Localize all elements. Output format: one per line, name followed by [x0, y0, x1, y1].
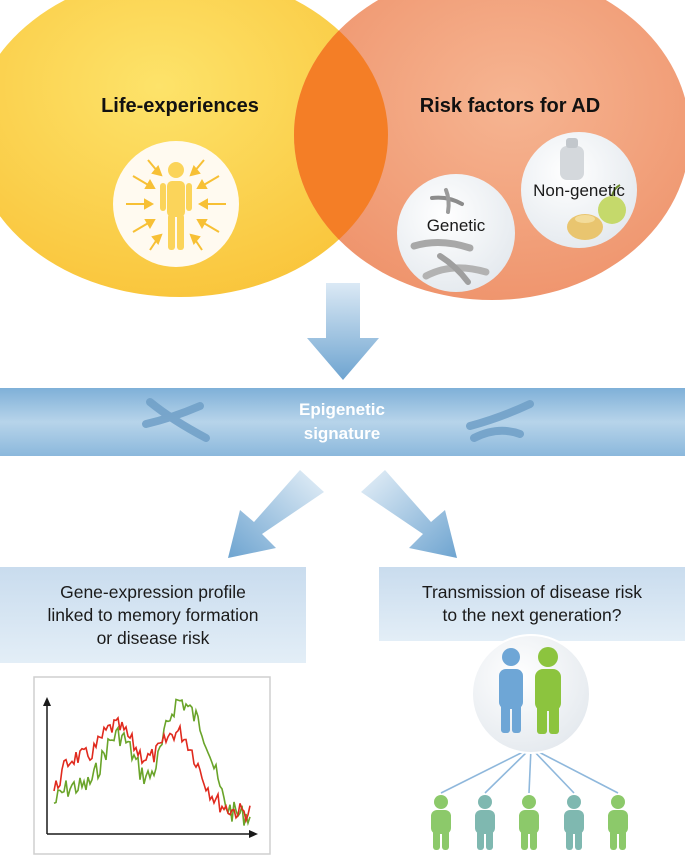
- non-genetic-factor-group: [521, 132, 637, 248]
- expression-box-text: Gene-expression profile linked to memory…: [0, 567, 306, 663]
- chromosome-icon: [410, 188, 490, 285]
- child-figure: [608, 795, 628, 850]
- green-expression-line: [53, 698, 251, 827]
- chromosome-icon: [142, 398, 210, 442]
- transmission-box: [379, 567, 685, 641]
- arrow-to-transmission: [361, 470, 457, 558]
- epigenetic-band: [0, 388, 685, 456]
- genetic-factor-group: [397, 174, 515, 292]
- expression-line-3: or disease risk: [96, 627, 210, 648]
- epigenetic-signature-label: Epigenetic signature: [242, 398, 442, 446]
- transmission-line-2: to the next generation?: [442, 605, 622, 625]
- expression-line-2: linked to memory formation: [47, 604, 259, 625]
- person-icon: [160, 162, 192, 250]
- influence-arrows-icon: [126, 159, 226, 251]
- family-tree: [431, 634, 628, 850]
- transmission-box-text: Transmission of disease risk to the next…: [379, 567, 685, 641]
- red-expression-line: [53, 715, 251, 824]
- chromosome-icon: [466, 400, 534, 442]
- offspring-links: [440, 747, 619, 794]
- risk-factors-title: Risk factors for AD: [419, 95, 601, 117]
- child-figure: [564, 795, 584, 850]
- parents-circle: [471, 634, 591, 754]
- child-figure: [475, 795, 495, 850]
- expression-chart: [33, 676, 271, 855]
- food-icon: [560, 138, 626, 240]
- epigenetic-line-1: Epigenetic: [299, 400, 385, 419]
- arrow-to-expression: [228, 470, 324, 558]
- child-figure: [519, 795, 539, 850]
- transmission-line-1: Transmission of disease risk: [421, 582, 643, 602]
- chart-y-arrow: [43, 697, 51, 706]
- expression-line-1: Gene-expression profile: [60, 581, 246, 602]
- life-experiences-title: Life-experiences: [101, 95, 259, 117]
- child-figure: [431, 795, 451, 850]
- parents-icon: [499, 647, 561, 734]
- offspring-icon: [431, 795, 628, 850]
- genetic-label: Genetic: [426, 216, 486, 235]
- non-genetic-label: Non-genetic: [533, 181, 625, 200]
- expression-box: [0, 567, 306, 663]
- epigenetic-line-2: signature: [303, 424, 381, 443]
- life-experiences-icon-group: [113, 141, 239, 267]
- down-arrow: [307, 283, 379, 380]
- chart-x-arrow: [249, 830, 258, 838]
